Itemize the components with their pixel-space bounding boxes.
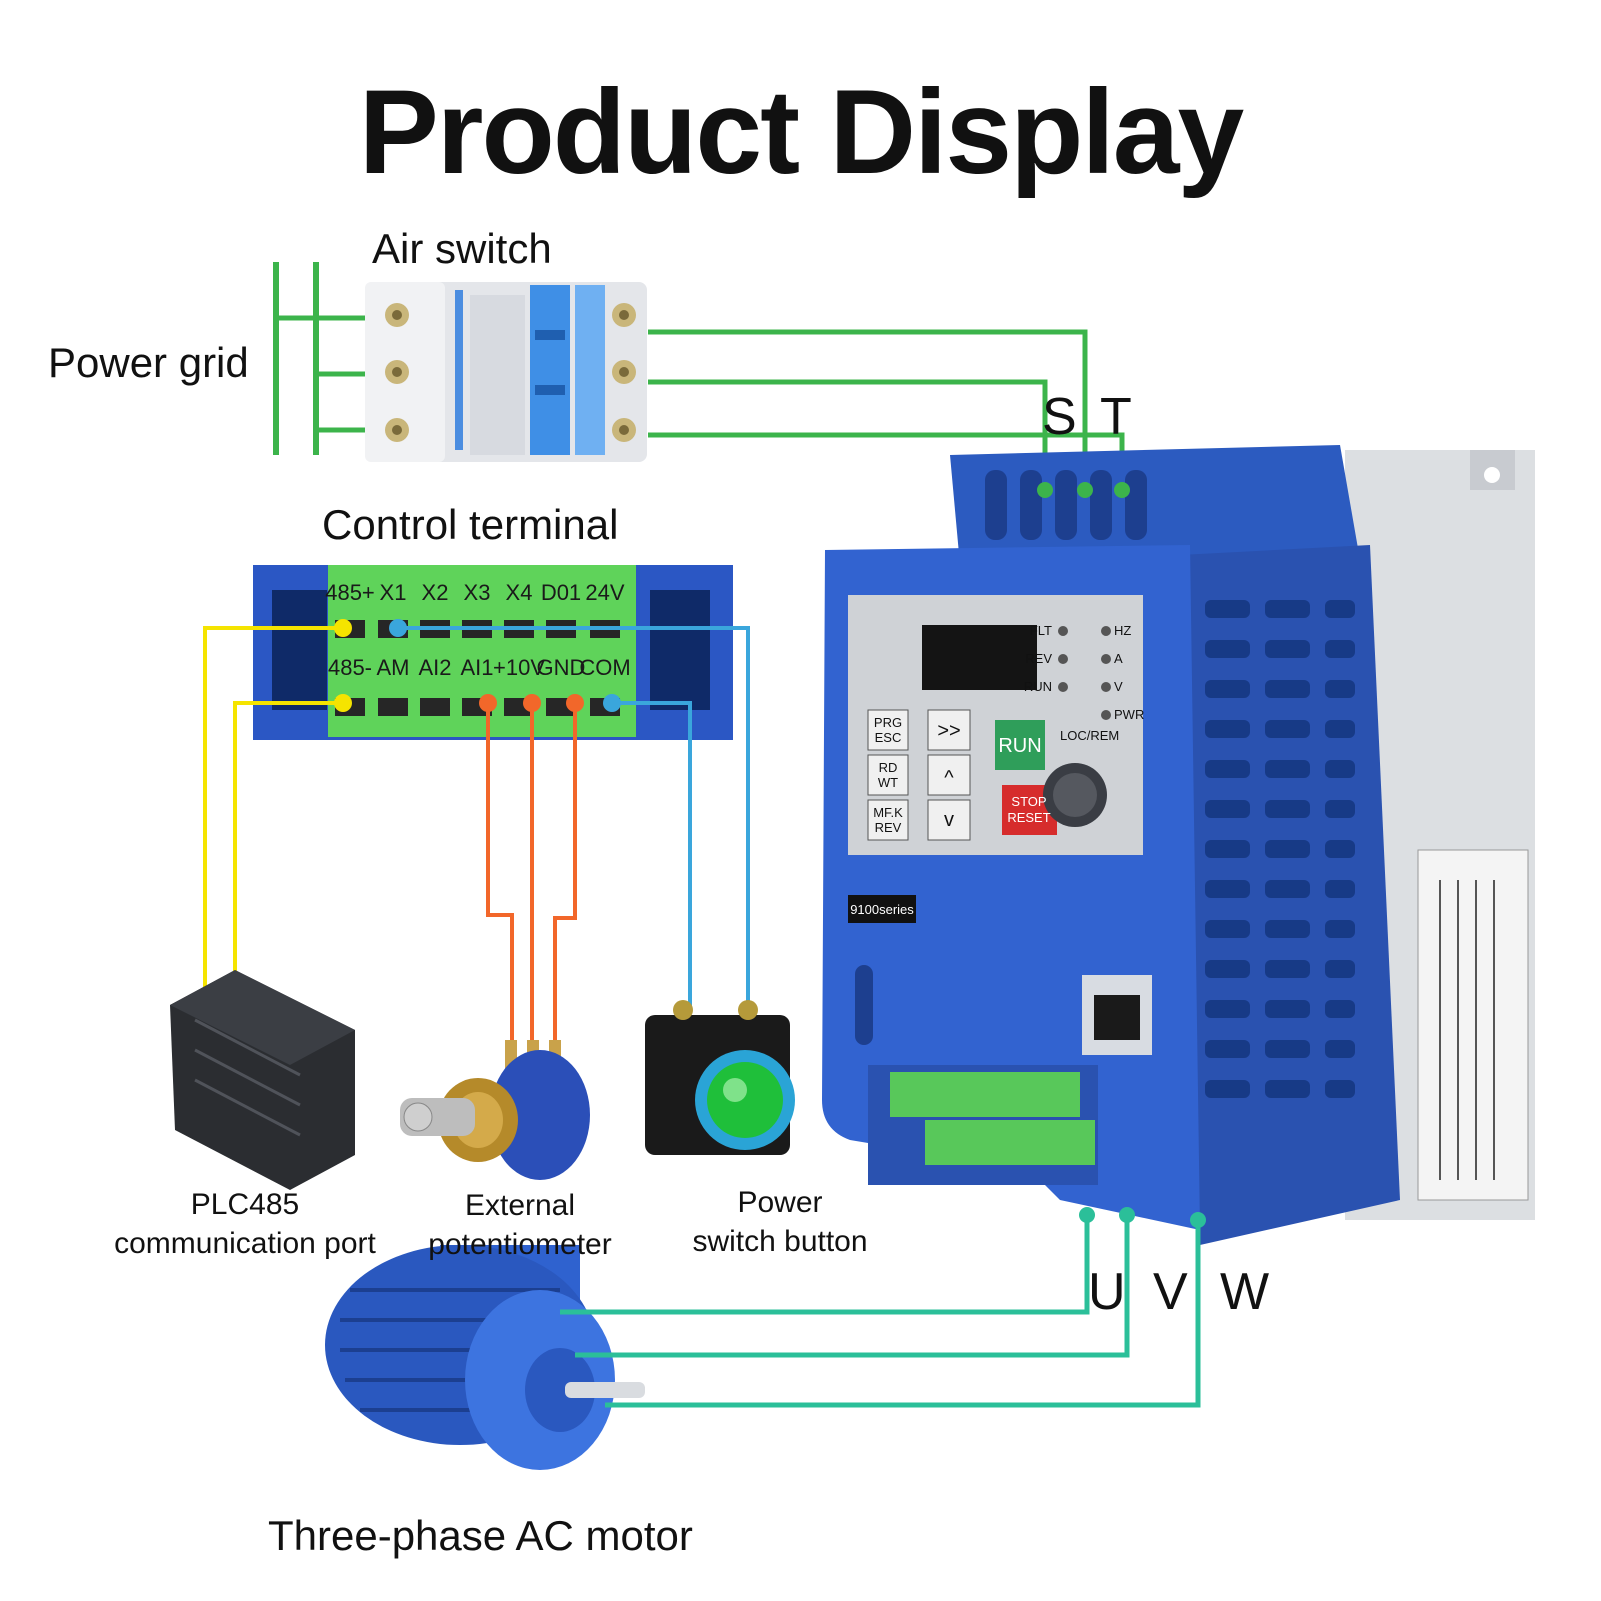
terminal-dots <box>334 619 621 712</box>
led-label: PWR <box>1114 707 1144 722</box>
potentiometer-device <box>400 1040 590 1180</box>
terminal-label: +10V <box>493 655 545 680</box>
air-switch-device <box>365 282 647 462</box>
button-wires <box>398 626 750 1010</box>
led-label: V <box>1114 679 1123 694</box>
terminal-label: COM <box>579 655 630 680</box>
phase-label-v: V <box>1153 1263 1188 1321</box>
page-title: Product Display <box>358 65 1245 199</box>
potentiometer-label: External potentiometer <box>410 1186 630 1264</box>
loc-rem-label: LOC/REM <box>1060 728 1119 743</box>
motor-device <box>325 1245 645 1470</box>
terminal-label: 485+ <box>325 580 375 605</box>
led-label: RUN <box>1024 679 1052 694</box>
led-label: REV <box>1025 651 1052 666</box>
motor-label: Three-phase AC motor <box>268 1512 693 1559</box>
terminal-labels-bottom: 485- AM AI2 AI1 +10V GND COM <box>328 655 631 680</box>
switch-button-label-line1: Power <box>737 1186 823 1219</box>
plc-label-line2: communication port <box>114 1227 376 1260</box>
terminal-label: X3 <box>464 580 491 605</box>
terminal-label: 24V <box>585 580 624 605</box>
led-label: FLT <box>1030 623 1052 638</box>
terminal-label: X2 <box>422 580 449 605</box>
terminal-labels-top: 485+ X1 X2 X3 X4 D01 24V <box>325 580 625 605</box>
rs485-wires <box>203 626 343 1030</box>
plc-label-line1: PLC485 <box>190 1188 300 1221</box>
plc-device <box>170 970 355 1190</box>
led-label: A <box>1114 651 1123 666</box>
power-grid-label: Power grid <box>48 339 249 386</box>
inverter-terminal-dots <box>1037 482 1206 1228</box>
control-terminal-block <box>253 565 733 740</box>
forward-key-icon: >> <box>937 720 960 742</box>
potentiometer-label-line1: External <box>464 1189 576 1222</box>
phase-label-s: S <box>1042 388 1077 446</box>
key-label: ESC <box>875 730 902 745</box>
terminal-label: X1 <box>380 580 407 605</box>
inverter-device <box>822 445 1535 1245</box>
down-key-icon: v <box>944 809 954 831</box>
control-terminal-label: Control terminal <box>322 501 619 548</box>
keypad-labels: FLT REV RUN HZ A V PWR LOC/REM PRG ESC R… <box>850 623 1144 917</box>
switch-button-label-line2: switch button <box>692 1225 868 1258</box>
terminal-label: GND <box>537 655 586 680</box>
key-label: WT <box>878 775 898 790</box>
terminal-label: D01 <box>541 580 581 605</box>
phase-label-u: U <box>1088 1263 1126 1321</box>
terminal-label: 485- <box>328 655 372 680</box>
switch-button-device <box>645 1000 795 1155</box>
terminal-label: AM <box>377 655 410 680</box>
switch-button-label: Power switch button <box>665 1183 895 1261</box>
phase-label-w: W <box>1220 1263 1270 1321</box>
terminal-label: X4 <box>506 580 533 605</box>
output-wires <box>560 1215 1201 1408</box>
run-key-label: RUN <box>998 735 1041 757</box>
key-label: REV <box>875 820 902 835</box>
key-label: MF.K <box>873 805 903 820</box>
air-switch-label: Air switch <box>372 225 552 272</box>
stop-key-label: STOP <box>1011 794 1046 809</box>
led-label: HZ <box>1114 623 1131 638</box>
phase-label-t: T <box>1100 388 1132 446</box>
series-badge: 9100series <box>850 902 914 917</box>
terminal-label: AI2 <box>418 655 451 680</box>
key-label: RD <box>879 760 898 775</box>
power-grid-bus <box>273 262 368 455</box>
up-key-icon: ^ <box>944 767 954 789</box>
terminal-label: AI1 <box>460 655 493 680</box>
key-label: PRG <box>874 715 902 730</box>
potentiometer-label-line2: potentiometer <box>428 1228 612 1261</box>
reset-key-label: RESET <box>1007 810 1050 825</box>
plc-label: PLC485 communication port <box>95 1185 395 1263</box>
potentiometer-wires <box>486 703 577 1060</box>
